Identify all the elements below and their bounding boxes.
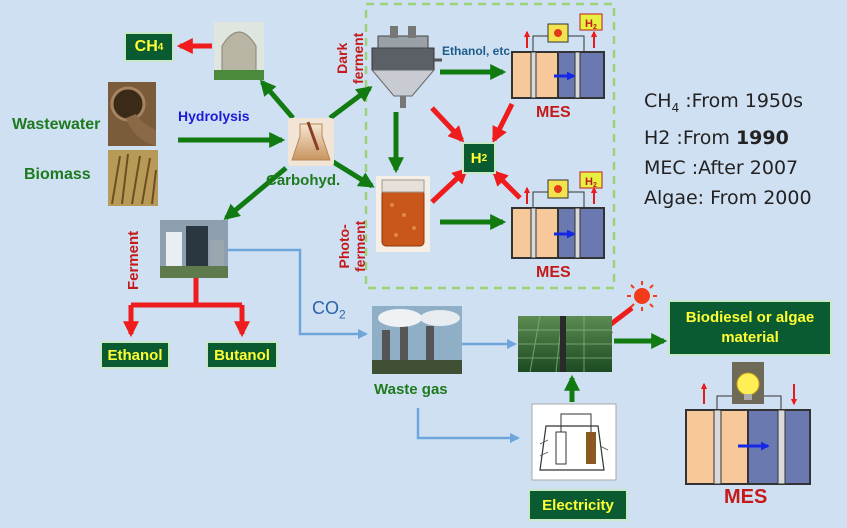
blue-lines bbox=[228, 248, 520, 443]
mes-cell-bottom bbox=[685, 362, 811, 485]
algae-pond-photo bbox=[518, 315, 612, 373]
photo-ferment-label: Photo-ferment bbox=[336, 220, 368, 272]
ethanol-box: Ethanol bbox=[100, 341, 170, 369]
arrow-mes-mid-to-h2 bbox=[491, 169, 522, 200]
green-arrows bbox=[178, 63, 668, 402]
mes-top-label: MES bbox=[536, 104, 571, 121]
biomass-photo bbox=[108, 150, 158, 206]
waste-gas-label: Waste gas bbox=[374, 381, 448, 398]
line-wastegas-to-cell bbox=[416, 408, 520, 443]
carbohydrate-flask-photo bbox=[288, 118, 334, 166]
butanol-box: Butanol bbox=[206, 341, 278, 369]
mes-bottom-label: MES bbox=[724, 486, 768, 508]
svg-text:2: 2 bbox=[593, 182, 597, 189]
digester-photo bbox=[214, 22, 264, 80]
hydrolysis-label: Hydrolysis bbox=[178, 108, 250, 124]
arrow-to-dark-ferment bbox=[328, 86, 373, 120]
timeline-mec: MEC :After 2007 bbox=[644, 156, 799, 179]
mes-mid-label: MES bbox=[536, 264, 571, 281]
biomass-label: Biomass bbox=[24, 166, 91, 183]
carbohyd-label: Carbohyd. bbox=[266, 172, 341, 189]
arrow-to-ferment-plant bbox=[223, 166, 288, 221]
wastewater-label: Wastewater bbox=[12, 116, 101, 133]
bioplant-photo bbox=[160, 220, 228, 278]
svg-text:H: H bbox=[585, 176, 593, 188]
timeline-h2: H2 :From 1990 bbox=[644, 126, 789, 149]
arrow-photo-to-h2 bbox=[430, 167, 469, 204]
mes-cell-top: H 2 bbox=[511, 13, 605, 99]
line-plant-to-co2 bbox=[228, 248, 368, 339]
timeline-text: CH4 :From 1950s H2 :From 1990 MEC :After… bbox=[644, 86, 812, 213]
sewer-pipe-photo bbox=[108, 82, 156, 146]
light-bulb-icon bbox=[732, 362, 764, 404]
arrow-to-photo-ferment bbox=[328, 157, 375, 189]
ferment-label: Ferment bbox=[125, 230, 142, 290]
svg-text:H: H bbox=[585, 18, 593, 30]
electricity-box: Electricity bbox=[528, 489, 628, 521]
co2-label: CO2 bbox=[312, 298, 346, 322]
smokestack-photo bbox=[372, 306, 462, 374]
arrow-dark-to-h2 bbox=[430, 106, 465, 143]
ferment-tree bbox=[122, 277, 251, 338]
red-arrows bbox=[176, 37, 634, 336]
ethanol-etc-label: Ethanol, etc bbox=[442, 44, 511, 58]
fermenter-tank bbox=[370, 26, 442, 108]
electrochemical-cell-drawing bbox=[531, 403, 617, 481]
timeline-algae: Algae: From 2000 bbox=[644, 186, 812, 209]
photobioreactor-flask bbox=[376, 176, 430, 252]
svg-text:2: 2 bbox=[593, 24, 597, 31]
biodiesel-box: Biodiesel or algae material bbox=[668, 300, 832, 356]
sun-icon bbox=[627, 281, 657, 311]
timeline-ch4: CH4 :From 1950s bbox=[644, 90, 804, 115]
arrow-to-digester bbox=[259, 79, 295, 120]
mes-cell-mid: H 2 bbox=[511, 171, 605, 259]
arrow-mes-top-to-h2 bbox=[491, 102, 515, 143]
